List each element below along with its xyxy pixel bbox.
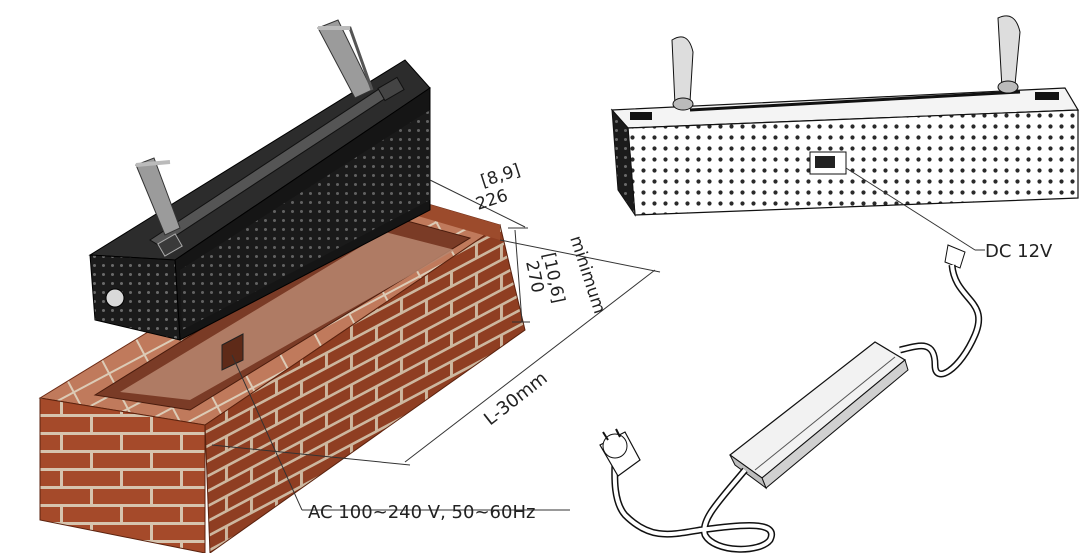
transformer-icon [728, 341, 909, 490]
plug-icon [599, 428, 641, 477]
burner-unit [88, 19, 431, 341]
burner-front-perforation [180, 110, 430, 330]
perforated-end [611, 108, 636, 217]
dc-leader-line [845, 167, 976, 251]
electrical-opening [221, 333, 244, 371]
depth-mm-label: 226 [473, 186, 510, 215]
dc-spec-label: DC 12V [985, 241, 1053, 262]
handle-icon [317, 19, 374, 99]
perforated-slot [689, 90, 1021, 112]
minimum-label: minimum [565, 233, 609, 316]
handle-icon [997, 15, 1021, 94]
burner-switch [157, 233, 183, 257]
burner-fan [105, 288, 125, 308]
brick-enclosure [38, 189, 526, 553]
perforated-burner-unit [610, 15, 1080, 217]
handle-icon [671, 36, 694, 111]
burner-end [89, 254, 181, 341]
brick-enclosure-front [39, 397, 206, 553]
perforated-front [627, 109, 1079, 216]
perforated-panel-left [630, 112, 652, 120]
power-cable-assembly [599, 244, 983, 553]
dimension-lines [211, 179, 661, 511]
handle-icon [135, 157, 181, 236]
ac-spec-label: AC 100~240 V, 50~60Hz [308, 502, 535, 523]
perforated-panel-right [1035, 92, 1059, 100]
dc-connector [944, 244, 966, 269]
brick-enclosure-side [204, 224, 526, 553]
brick-cavity-floor [120, 232, 455, 400]
burner-control-panel [377, 76, 405, 102]
dc-socket-pins [815, 156, 835, 168]
dc-cable [899, 264, 983, 378]
